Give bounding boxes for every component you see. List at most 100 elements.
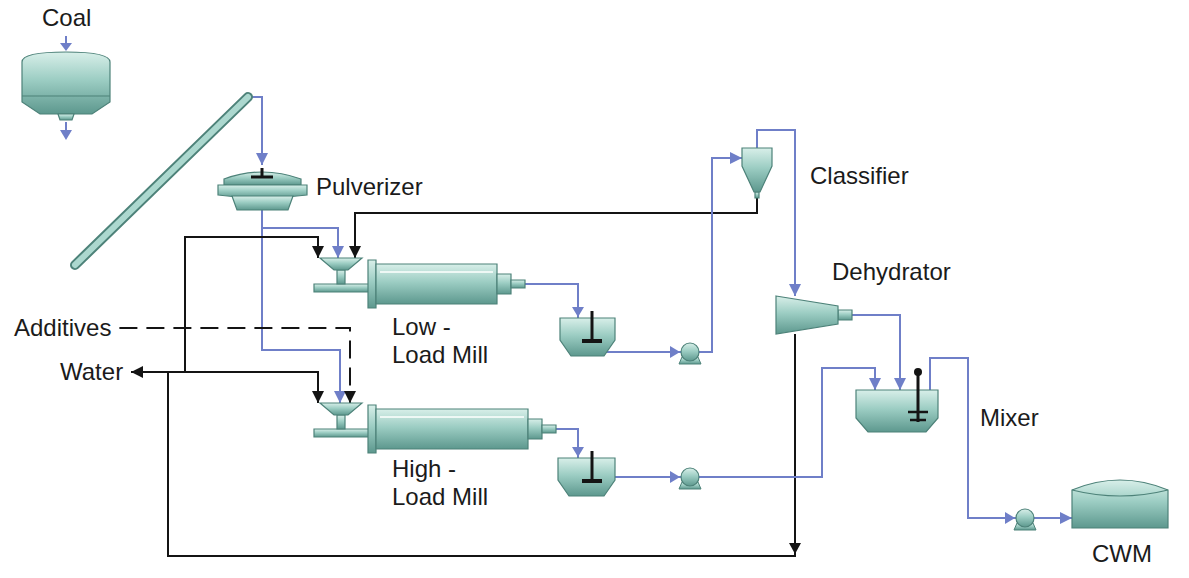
classifier-cyclone-icon: [742, 148, 772, 192]
ball-mill-icon: [337, 415, 345, 429]
coal-silo-icon: [60, 130, 72, 140]
slurry-tank: [560, 318, 615, 356]
flow-line: [262, 210, 338, 258]
coal-silo: Coal: [22, 52, 252, 270]
equipment-label: Low - Load Mill: [392, 313, 497, 368]
ball-mill-icon: [528, 419, 542, 439]
pulverizer-icon: [218, 165, 307, 210]
pump-symbol: [1016, 509, 1034, 527]
pulverizer-icon: [251, 176, 273, 179]
pulverizer-icon: [218, 168, 307, 210]
equipment-label: Coal: [42, 4, 91, 32]
ball-mill: Low - Load Mill: [310, 258, 525, 310]
ball-mill-icon: [542, 425, 556, 433]
feed-label: Water: [58, 358, 131, 386]
mixer-tank-icon: [856, 390, 938, 432]
mixer-tank-icon: [856, 368, 938, 432]
pulverizer-icon: [232, 196, 293, 210]
storage-tank: CWM: [1072, 476, 1168, 528]
ball-mill-icon: [380, 416, 524, 418]
storage-tank-icon: [1072, 480, 1168, 528]
flow-arrowhead: [670, 346, 680, 358]
flow-line: [119, 328, 350, 403]
slurry-tank: [560, 311, 615, 356]
mixer-tank-icon: [914, 368, 922, 376]
flow-line: [131, 237, 318, 372]
equipment-label: Pulverizer: [316, 173, 423, 201]
slurry-tank: [558, 458, 615, 496]
ball-mill-icon: [337, 270, 345, 284]
ball-mill-icon: [497, 274, 511, 294]
dehydrator-icon: [776, 296, 838, 334]
flow-arrowhead: [572, 307, 1015, 554]
flow-arrowhead: [670, 471, 680, 483]
coal-silo-icon: [75, 97, 248, 265]
pump-symbol: [681, 468, 699, 486]
coal-silo-icon: [22, 95, 110, 96]
slurry-tank: [591, 311, 594, 341]
mixer-tank-icon: [856, 390, 938, 432]
ball-mill-icon: [314, 258, 525, 308]
ball-mill-icon: [314, 429, 372, 437]
dehydrator-icon: [776, 296, 852, 334]
flow-line: [131, 372, 318, 403]
dehydrator-icon: [776, 296, 852, 334]
feed-label: Additives: [12, 314, 119, 342]
ball-mill-icon: [310, 403, 556, 455]
coal-silo-icon: [22, 36, 248, 265]
flow-line: [930, 358, 1072, 518]
ball-mill-icon: [368, 260, 376, 308]
flow-arrowhead: [572, 307, 584, 317]
flow-line: [355, 198, 757, 258]
flow-arrowhead: [572, 447, 584, 457]
storage-tank-icon: [1072, 476, 1168, 528]
ball-mill-icon: [380, 271, 493, 273]
classifier-cyclone-icon: [742, 148, 772, 198]
mixer-tank-icon: [908, 411, 928, 414]
pump-symbol: [679, 343, 701, 364]
slurry-tank: [582, 339, 602, 343]
feed-label: Water: [60, 358, 123, 386]
flow-arrowhead: [789, 543, 801, 554]
classifier-cyclone-icon: [742, 148, 772, 198]
ball-mill-icon: [314, 284, 372, 292]
flow-line: [262, 210, 340, 403]
equipment-label: CWM: [1092, 540, 1152, 568]
ball-mill-icon: [376, 409, 528, 449]
ball-mill-icon: [376, 264, 497, 304]
mixer-tank-icon: [910, 419, 926, 422]
ball-mill-icon: [314, 403, 556, 453]
flow-arrowhead: [1005, 512, 1015, 524]
ball-mill-icon: [368, 405, 376, 453]
flow-line: [525, 158, 742, 352]
pump-symbol: [679, 468, 701, 489]
storage-tank-icon: [1072, 490, 1168, 496]
slurry-tank: [591, 451, 594, 481]
mixer-tank-icon: [917, 374, 920, 422]
flow-line: [252, 97, 262, 165]
coal-silo-icon: [75, 97, 248, 265]
equipment-label: Dehydrator: [832, 258, 951, 286]
equipment-label: Mixer: [980, 404, 1039, 432]
feed-label: Additives: [14, 314, 111, 342]
pump-symbol: [1014, 509, 1036, 530]
slurry-tank: [558, 451, 615, 496]
ball-mill: High - Load Mill: [310, 403, 556, 455]
equipment-label: Classifier: [810, 162, 909, 190]
pulverizer: Pulverizer: [218, 165, 307, 210]
ball-mill-icon: [511, 280, 525, 288]
classifier-cyclone: Classifier: [742, 148, 772, 198]
coal-silo-icon: [22, 52, 252, 270]
coal-silo-icon: [65, 36, 67, 44]
storage-tank-icon: [1072, 480, 1168, 528]
mixer-tank: Mixer: [856, 390, 938, 432]
slurry-tank: [582, 479, 602, 483]
dehydrator: Dehydrator: [776, 296, 852, 334]
ball-mill-icon: [320, 403, 362, 415]
ball-mill-icon: [320, 258, 362, 270]
ball-mill-icon: [310, 258, 525, 310]
coal-silo-icon: [60, 43, 72, 51]
dehydrator-icon: [838, 310, 852, 320]
